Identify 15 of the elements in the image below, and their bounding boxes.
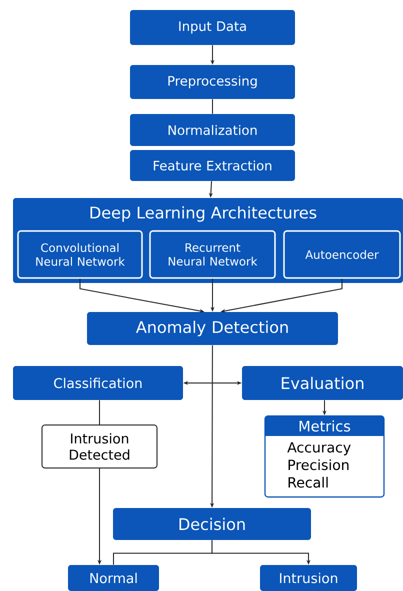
model-box: Convolutional Neural Network: [17, 230, 143, 279]
process-box: Normal: [68, 565, 159, 591]
process-box: Input Data: [130, 10, 295, 45]
process-box: Decision: [113, 508, 311, 540]
outcome-box: Intrusion Detected: [42, 424, 158, 468]
process-box: Classification: [13, 366, 183, 400]
model-box: Recurrent Neural Network: [149, 230, 276, 279]
process-box: Intrusion: [260, 565, 357, 591]
process-box: Preprocessing: [130, 65, 295, 99]
model-box: Autoencoder: [283, 230, 401, 279]
process-box: Anomaly Detection: [87, 312, 338, 345]
process-box: Evaluation: [242, 366, 403, 400]
metrics-box: Metrics Accuracy Precision Recall: [264, 415, 385, 498]
process-box: Normalization: [130, 114, 295, 146]
process-box: Feature Extraction: [130, 150, 295, 181]
